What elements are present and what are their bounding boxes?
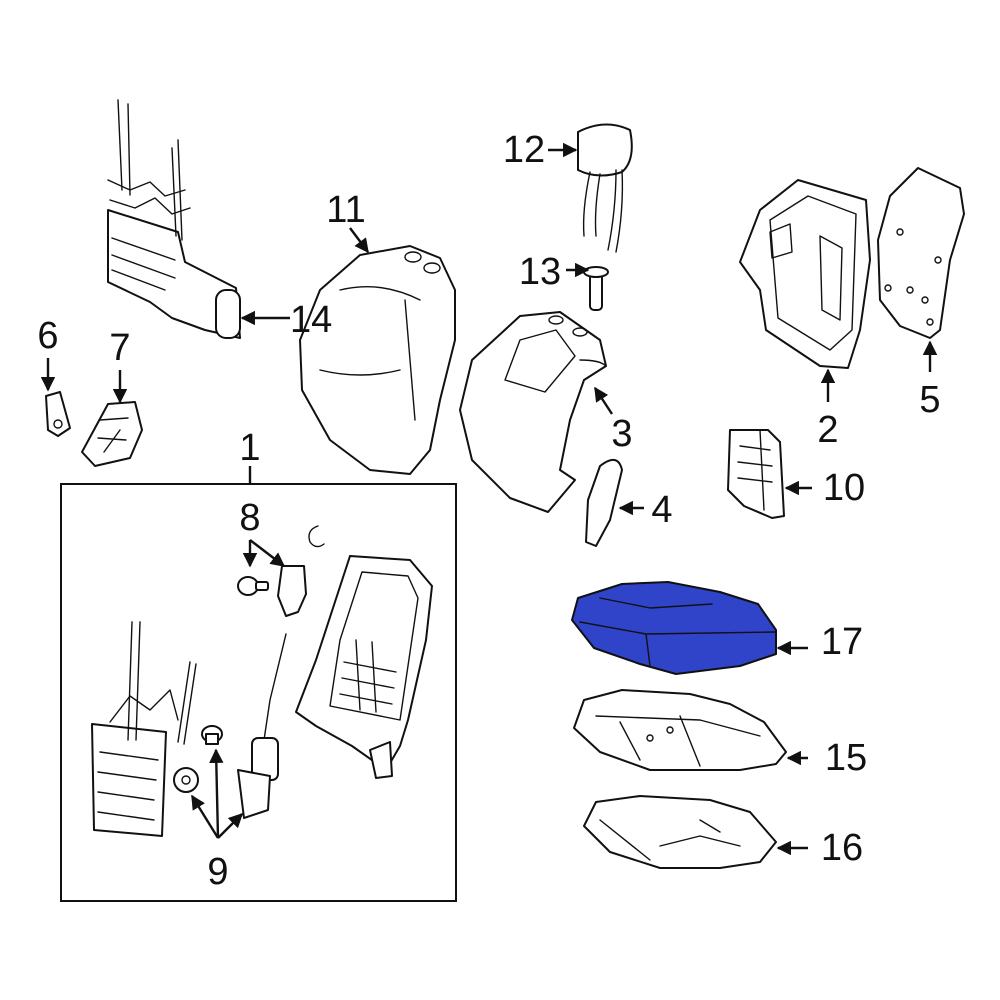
part-11-back-cover[interactable] — [299, 245, 456, 475]
callout-4: 4 — [651, 489, 672, 531]
part-2-back-shell[interactable] — [739, 179, 871, 369]
callout-17: 17 — [821, 621, 863, 663]
part-8-hook — [308, 525, 325, 548]
part-9-washer[interactable] — [173, 767, 199, 793]
leader-9a — [190, 794, 220, 839]
callout-11: 11 — [326, 189, 365, 231]
part-6-bracket[interactable] — [45, 391, 71, 437]
part-4-side-panel[interactable] — [585, 459, 623, 547]
leader-3 — [593, 386, 614, 415]
leader-8b — [249, 539, 286, 567]
part-12-headrest[interactable] — [577, 123, 633, 253]
leader-9c — [217, 812, 244, 839]
callout-16: 16 — [821, 827, 863, 869]
leader-9b — [209, 748, 224, 839]
part-7-plate[interactable] — [81, 401, 143, 467]
callout-9: 9 — [207, 851, 228, 893]
part-17-seat-cushion[interactable] — [571, 581, 777, 675]
callout-8: 8 — [239, 497, 260, 539]
callout-10: 10 — [823, 467, 865, 509]
part-10-module[interactable] — [727, 429, 785, 519]
part-14-frame[interactable] — [107, 99, 241, 339]
part-1-spring-frame[interactable] — [91, 621, 197, 837]
part-9-bushing[interactable] — [201, 725, 223, 745]
part-5-back-panel[interactable] — [877, 167, 965, 339]
part-8-clip[interactable] — [277, 565, 307, 617]
part-1-inner-frame[interactable] — [295, 555, 433, 779]
callout-14: 14 — [290, 299, 332, 341]
callout-5: 5 — [919, 379, 940, 421]
part-8-bolt[interactable] — [237, 576, 269, 596]
callout-6: 6 — [37, 315, 58, 357]
part-16-seat-pan[interactable] — [583, 795, 777, 869]
callout-2: 2 — [817, 409, 838, 451]
callout-13: 13 — [519, 251, 561, 293]
callout-15: 15 — [825, 737, 867, 779]
callout-7: 7 — [109, 327, 130, 369]
part-13-guide[interactable] — [583, 266, 609, 311]
assembly-box-1 — [60, 483, 457, 902]
part-15-cushion-frame[interactable] — [573, 689, 787, 771]
part-3-back-trim[interactable] — [459, 311, 607, 513]
part-1-motor[interactable] — [237, 633, 287, 819]
callout-1: 1 — [239, 427, 260, 469]
leader-11 — [349, 227, 369, 254]
callout-3: 3 — [611, 413, 632, 455]
callout-12: 12 — [503, 129, 545, 171]
